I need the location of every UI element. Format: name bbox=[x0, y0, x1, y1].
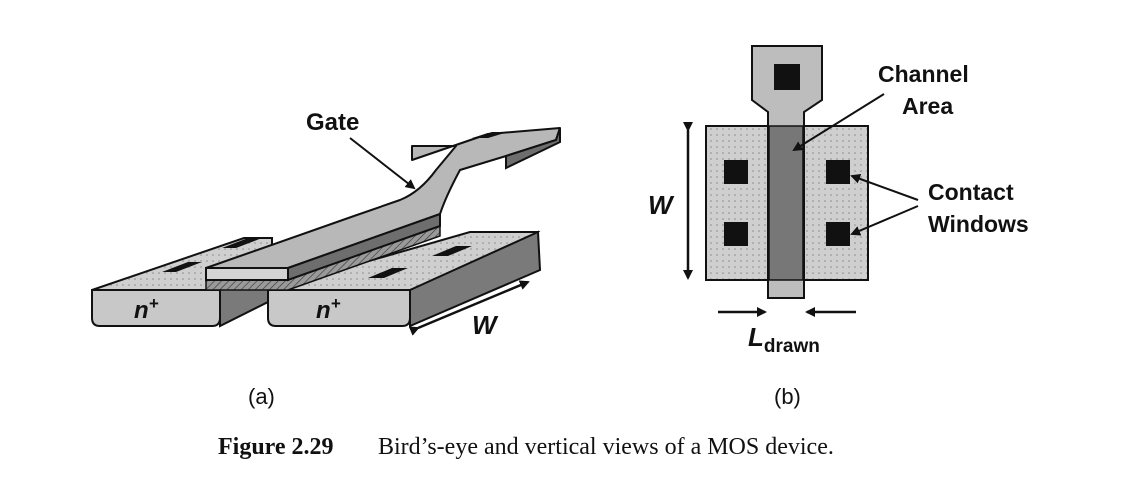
gate-pointer-arrow bbox=[349, 137, 416, 190]
contact-pointer-arrow-upper bbox=[850, 174, 919, 201]
length-label: Ldrawn bbox=[748, 322, 820, 357]
width-arrow-a bbox=[408, 280, 530, 336]
width-label-a: W bbox=[472, 310, 499, 340]
n-plus-label-left: n+ bbox=[134, 294, 159, 324]
gate-strip bbox=[205, 127, 561, 282]
channel-pointer-arrow bbox=[792, 93, 885, 152]
contact-window bbox=[826, 222, 850, 246]
contact-window bbox=[724, 160, 748, 184]
sublabel-b: (b) bbox=[774, 384, 801, 409]
contact-label-line2: Windows bbox=[928, 211, 1029, 237]
contact-window bbox=[826, 160, 850, 184]
panel-b: Channel Area Contact Windows W Ldrawn (b… bbox=[648, 45, 1029, 409]
n-plus-label-right: n+ bbox=[316, 294, 341, 324]
channel-label-line1: Channel bbox=[878, 61, 969, 87]
figure-caption: Figure 2.29 Bird’s-eye and vertical view… bbox=[218, 434, 834, 460]
gate-contact-window bbox=[472, 132, 508, 138]
gate-label: Gate bbox=[306, 109, 359, 136]
channel-area bbox=[768, 125, 804, 281]
caption-text: Bird’s-eye and vertical views of a MOS d… bbox=[378, 434, 834, 460]
sublabel-a: (a) bbox=[248, 384, 275, 409]
width-label-b: W bbox=[648, 190, 675, 220]
caption-number: Figure 2.29 bbox=[218, 434, 334, 460]
gate-contact bbox=[774, 64, 800, 90]
contact-window bbox=[724, 222, 748, 246]
contact-label-line1: Contact bbox=[928, 179, 1014, 205]
contact-pointer-arrow-lower bbox=[850, 205, 919, 236]
channel-label-line2: Area bbox=[902, 93, 953, 119]
panel-a: Gate n+ n+ W (a) bbox=[91, 109, 561, 409]
